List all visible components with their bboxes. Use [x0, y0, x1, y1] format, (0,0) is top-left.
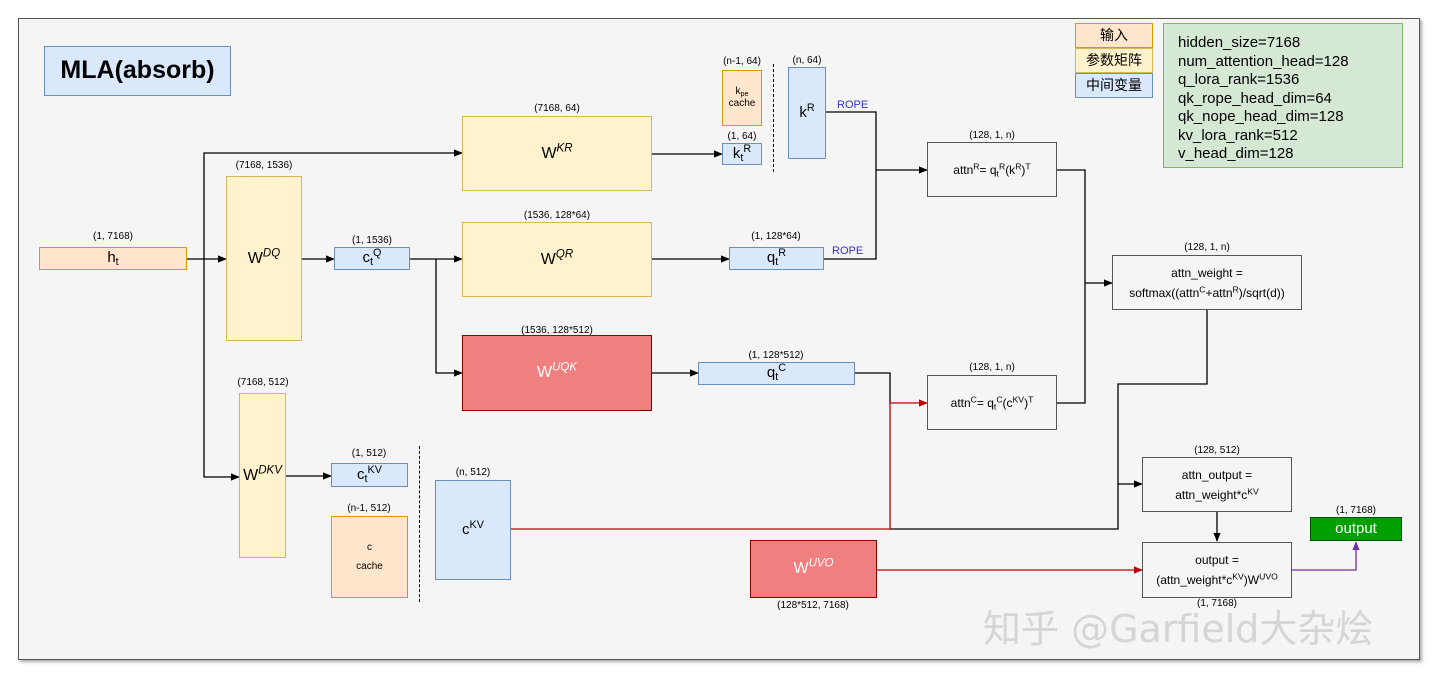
attn-output-op: attn_output = attn_weight*cKV — [1142, 457, 1292, 512]
config-panel: hidden_size=7168 num_attention_head=128 … — [1163, 23, 1403, 168]
attn-c-dim: (128, 1, n) — [969, 362, 1015, 373]
edge-kr-merge — [825, 111, 877, 170]
legend-input: 输入 — [1075, 23, 1153, 48]
edge-qtr-merge — [824, 170, 877, 260]
c-t-kv-dim: (1, 512) — [351, 448, 387, 459]
diagram-title: MLA(absorb) — [44, 46, 231, 96]
cache-divider-c — [419, 446, 420, 602]
output-node: output — [1310, 517, 1402, 541]
attn-weight-dim: (128, 1, n) — [1184, 242, 1230, 253]
rope-label-k: ROPE — [837, 99, 869, 111]
config-line: qk_nope_head_dim=128 — [1178, 108, 1344, 125]
c-kv-node: cKV — [435, 480, 511, 580]
c-cache-dim: (n-1, 512) — [347, 503, 391, 514]
w-dkv-node: WDKV — [239, 393, 286, 558]
w-uqk-node: WUQK — [462, 335, 652, 411]
w-kr-node: WKR — [462, 116, 652, 191]
w-qr-node: WQR — [462, 222, 652, 297]
edge-output-final — [1291, 541, 1360, 571]
legend-intermediate: 中间变量 — [1075, 73, 1153, 98]
output-dim: (1, 7168) — [1335, 505, 1377, 516]
c-kv-dim: (n, 512) — [455, 467, 491, 478]
edge-ht-wkr — [203, 149, 463, 259]
kpe-cache-dim: (n-1, 64) — [723, 56, 761, 67]
w-dq-dim: (7168, 1536) — [235, 160, 293, 171]
attn-c-op: attnC= qtC(cKV)T — [927, 375, 1057, 430]
config-line: qk_rope_head_dim=64 — [1178, 89, 1332, 107]
h-t-dim: (1, 7168) — [92, 231, 134, 242]
kpe-cache-node: kpe cache — [722, 70, 762, 126]
config-line: num_attention_head=128 — [1178, 52, 1349, 70]
c-t-kv-node: ctKV — [331, 463, 408, 487]
edge-attnr-attnw — [1057, 169, 1086, 283]
attn-r-op: attnR= qtR(kR)T — [927, 142, 1057, 197]
q-t-r-node: qtR — [729, 247, 824, 270]
config-line: hidden_size=7168 — [1178, 34, 1301, 51]
c-cache-node: c cache — [331, 516, 408, 598]
watermark: 知乎 @Garfield大杂烩 — [983, 607, 1374, 651]
cache-divider-k — [773, 64, 774, 172]
h-t-node: ht — [39, 247, 187, 270]
q-t-c-node: qtC — [698, 362, 855, 385]
edge-attnc-attnw — [1057, 283, 1086, 404]
k-r-dim: (n, 64) — [792, 55, 822, 66]
q-t-r-dim: (1, 128*64) — [751, 231, 801, 242]
attn-r-dim: (128, 1, n) — [969, 130, 1015, 141]
w-dq-node: WDQ — [226, 176, 302, 341]
edge-ckv-attnc — [511, 399, 928, 530]
q-t-c-dim: (1, 128*512) — [748, 350, 804, 361]
config-line: q_lora_rank=1536 — [1178, 71, 1300, 88]
output-op-dim: (1, 7168) — [1196, 598, 1238, 609]
attn-weight-op: attn_weight = softmax((attnC+attnR)/sqrt… — [1112, 255, 1302, 310]
w-uvo-node: WUVO — [750, 540, 877, 598]
edge-ht-wdkv — [203, 259, 240, 481]
edge-qtc-attnc — [855, 372, 891, 403]
attn-output-dim: (128, 512) — [1194, 445, 1240, 456]
edge-attnw-attnout — [1117, 310, 1208, 488]
rope-label-q: ROPE — [832, 245, 864, 257]
edge-ckv-attnout — [890, 484, 1119, 530]
w-uvo-dim: (128*512, 7168) — [777, 600, 849, 611]
c-t-q-dim: (1, 1536) — [351, 235, 393, 246]
legend-param: 参数矩阵 — [1075, 48, 1153, 73]
w-qr-dim: (1536, 128*64) — [523, 210, 591, 221]
w-kr-dim: (7168, 64) — [534, 103, 580, 114]
config-line: kv_lora_rank=512 — [1178, 126, 1298, 144]
output-op: output = (attn_weight*cKV)WUVO — [1142, 542, 1292, 598]
edge-ctq-wuqk — [435, 259, 463, 377]
k-r-node: kR — [788, 67, 826, 159]
k-t-r-dim: (1, 64) — [727, 131, 757, 142]
w-uqk-dim: (1536, 128*512) — [521, 325, 593, 336]
k-t-r-node: ktR — [722, 143, 762, 165]
c-t-q-node: ctQ — [334, 247, 410, 270]
config-line: v_head_dim=128 — [1178, 145, 1294, 162]
w-dkv-dim: (7168, 512) — [237, 377, 289, 388]
